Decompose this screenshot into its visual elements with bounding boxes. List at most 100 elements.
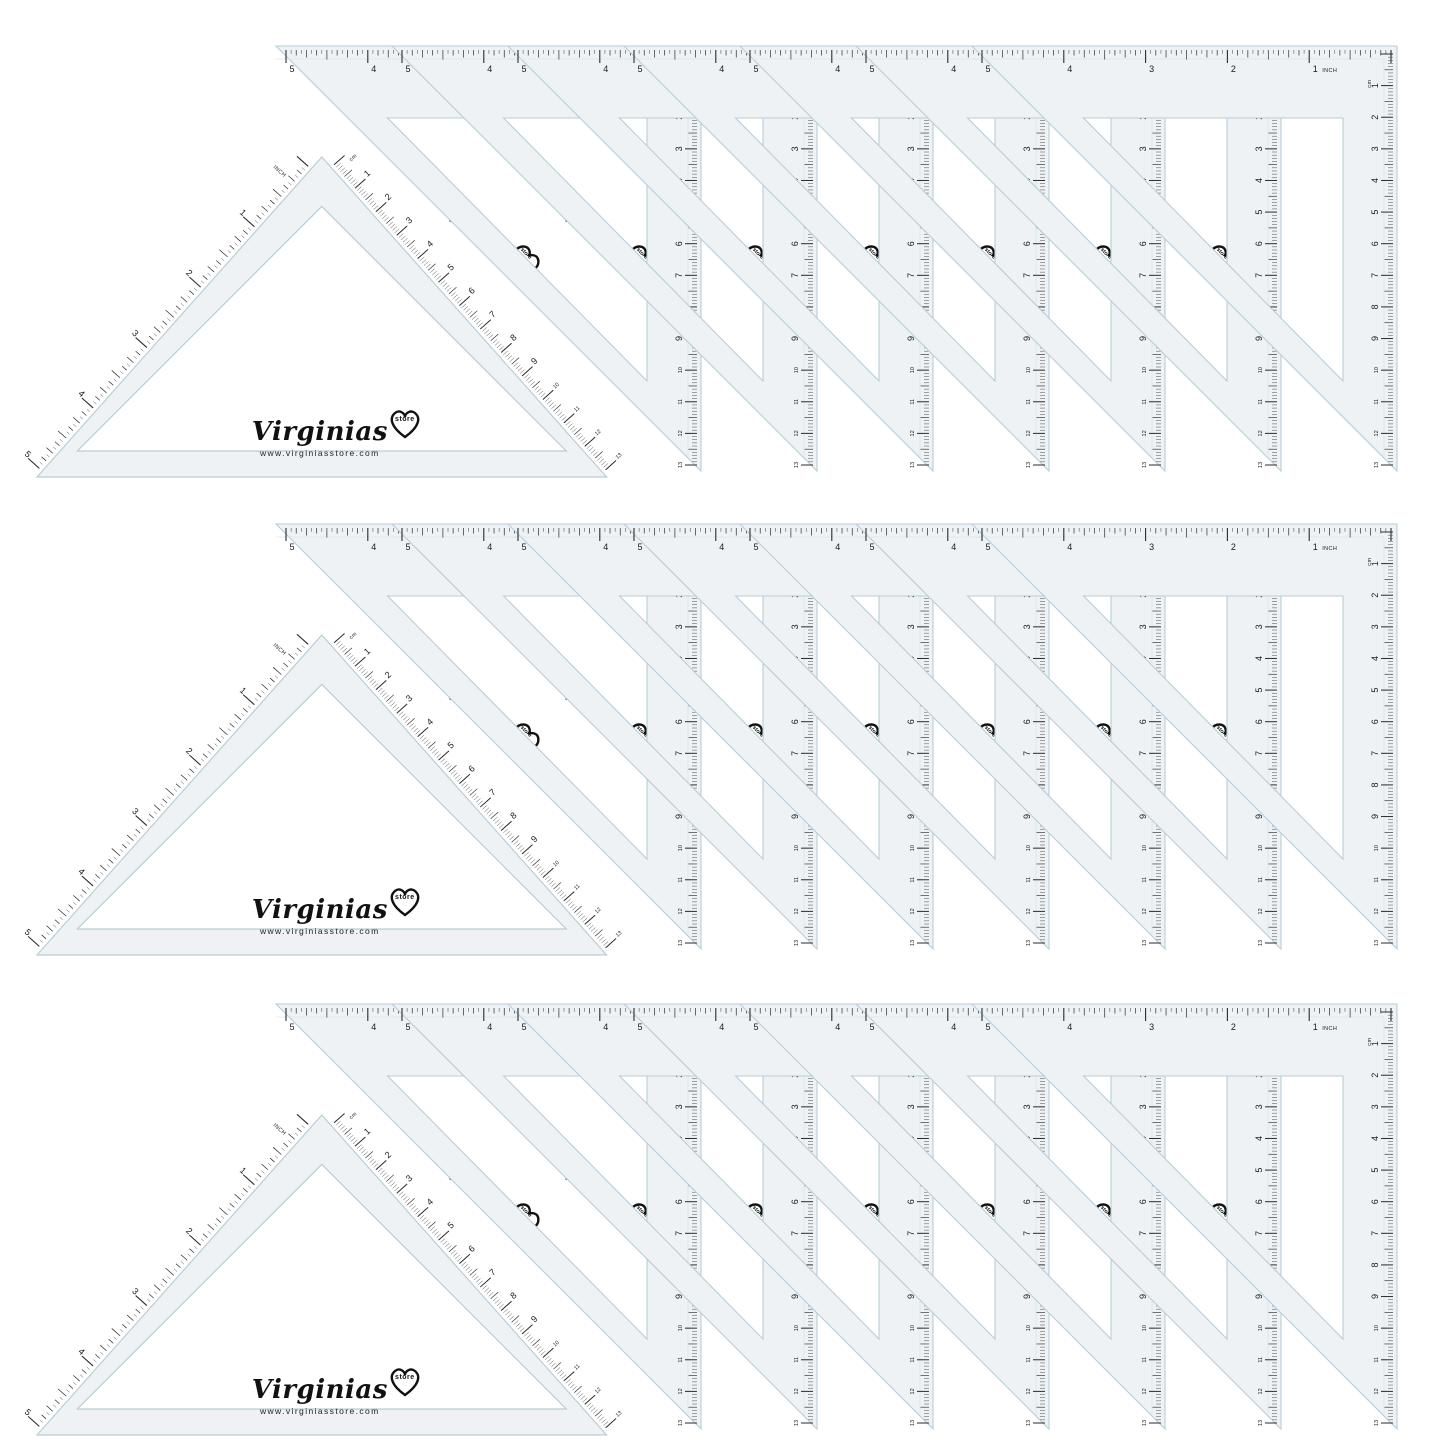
svg-text:11: 11 bbox=[910, 1357, 916, 1363]
svg-text:7: 7 bbox=[1022, 1231, 1032, 1236]
svg-text:4: 4 bbox=[487, 1022, 492, 1032]
svg-text:4: 4 bbox=[487, 542, 492, 552]
svg-text:4: 4 bbox=[951, 542, 956, 552]
svg-text:4: 4 bbox=[1254, 656, 1264, 661]
svg-text:6: 6 bbox=[1254, 719, 1264, 724]
svg-text:cm: cm bbox=[1367, 80, 1373, 88]
svg-text:5: 5 bbox=[638, 64, 643, 74]
svg-text:12: 12 bbox=[594, 429, 603, 438]
svg-text:11: 11 bbox=[678, 877, 684, 883]
svg-text:7: 7 bbox=[674, 1231, 684, 1236]
svg-text:3: 3 bbox=[130, 328, 140, 339]
svg-text:13: 13 bbox=[1026, 940, 1032, 946]
svg-text:9: 9 bbox=[1370, 336, 1380, 341]
svg-text:3: 3 bbox=[1022, 1104, 1032, 1109]
svg-text:5: 5 bbox=[406, 542, 411, 552]
svg-text:10: 10 bbox=[910, 845, 916, 851]
triangle-row-2: 5412345678910111213cmVirginiasstorewww.v… bbox=[0, 478, 1445, 956]
svg-text:6: 6 bbox=[906, 719, 916, 724]
svg-text:8: 8 bbox=[508, 332, 518, 343]
svg-text:10: 10 bbox=[1374, 845, 1380, 851]
svg-text:9: 9 bbox=[529, 356, 539, 367]
svg-text:9: 9 bbox=[790, 1294, 800, 1299]
set-square-triangle[interactable]: 5412345678910111213cm bbox=[274, 523, 702, 951]
svg-text:9: 9 bbox=[1254, 336, 1264, 341]
svg-text:2: 2 bbox=[1231, 64, 1236, 74]
svg-text:3: 3 bbox=[1370, 624, 1380, 629]
svg-text:11: 11 bbox=[1374, 877, 1380, 883]
svg-text:4: 4 bbox=[487, 64, 492, 74]
svg-text:4: 4 bbox=[603, 542, 608, 552]
svg-text:6: 6 bbox=[906, 1199, 916, 1204]
svg-text:13: 13 bbox=[1374, 940, 1380, 946]
svg-text:11: 11 bbox=[1374, 399, 1380, 405]
svg-text:7: 7 bbox=[1138, 273, 1148, 278]
svg-text:9: 9 bbox=[1138, 336, 1148, 341]
svg-text:4: 4 bbox=[371, 64, 376, 74]
svg-text:12: 12 bbox=[1142, 908, 1148, 914]
svg-text:12: 12 bbox=[678, 908, 684, 914]
svg-text:7: 7 bbox=[1022, 751, 1032, 756]
svg-text:6: 6 bbox=[790, 719, 800, 724]
svg-text:2: 2 bbox=[1370, 115, 1380, 120]
svg-text:4: 4 bbox=[1370, 178, 1380, 183]
svg-text:5: 5 bbox=[406, 64, 411, 74]
svg-text:9: 9 bbox=[674, 814, 684, 819]
svg-text:4: 4 bbox=[425, 238, 435, 249]
svg-text:13: 13 bbox=[1026, 462, 1032, 468]
svg-text:cm: cm bbox=[348, 631, 358, 641]
svg-text:6: 6 bbox=[466, 763, 476, 774]
svg-text:12: 12 bbox=[1374, 908, 1380, 914]
svg-text:12: 12 bbox=[594, 907, 603, 916]
svg-text:13: 13 bbox=[678, 462, 684, 468]
svg-text:3: 3 bbox=[906, 146, 916, 151]
svg-text:10: 10 bbox=[910, 367, 916, 373]
svg-text:3: 3 bbox=[130, 806, 140, 817]
svg-text:11: 11 bbox=[1026, 1357, 1032, 1363]
svg-text:11: 11 bbox=[1142, 877, 1148, 883]
svg-text:6: 6 bbox=[1022, 1199, 1032, 1204]
svg-text:3: 3 bbox=[906, 624, 916, 629]
svg-text:1: 1 bbox=[1313, 542, 1318, 552]
svg-text:7: 7 bbox=[790, 1231, 800, 1236]
svg-text:5: 5 bbox=[522, 1022, 527, 1032]
svg-text:3: 3 bbox=[790, 624, 800, 629]
svg-text:7: 7 bbox=[1370, 273, 1380, 278]
svg-text:5: 5 bbox=[638, 542, 643, 552]
svg-text:5: 5 bbox=[1254, 210, 1264, 215]
svg-text:9: 9 bbox=[1022, 336, 1032, 341]
svg-text:3: 3 bbox=[1022, 624, 1032, 629]
svg-text:3: 3 bbox=[674, 1104, 684, 1109]
svg-text:9: 9 bbox=[1370, 814, 1380, 819]
svg-text:5: 5 bbox=[754, 542, 759, 552]
svg-text:1: 1 bbox=[238, 207, 248, 218]
svg-text:9: 9 bbox=[1022, 1294, 1032, 1299]
svg-text:INCH: INCH bbox=[272, 164, 287, 178]
svg-text:2: 2 bbox=[184, 268, 194, 279]
svg-text:13: 13 bbox=[794, 940, 800, 946]
svg-text:4: 4 bbox=[835, 542, 840, 552]
svg-text:4: 4 bbox=[371, 542, 376, 552]
svg-text:13: 13 bbox=[794, 462, 800, 468]
svg-text:6: 6 bbox=[1022, 719, 1032, 724]
svg-text:12: 12 bbox=[910, 1388, 916, 1394]
svg-text:5: 5 bbox=[870, 64, 875, 74]
svg-text:13: 13 bbox=[910, 462, 916, 468]
svg-text:5: 5 bbox=[446, 740, 456, 751]
svg-text:10: 10 bbox=[910, 1325, 916, 1331]
svg-text:5: 5 bbox=[754, 1022, 759, 1032]
svg-text:6: 6 bbox=[1254, 241, 1264, 246]
svg-text:5: 5 bbox=[290, 542, 295, 552]
svg-text:13: 13 bbox=[678, 1420, 684, 1426]
svg-text:4: 4 bbox=[1254, 178, 1264, 183]
svg-text:12: 12 bbox=[794, 430, 800, 436]
svg-text:6: 6 bbox=[906, 241, 916, 246]
svg-text:2: 2 bbox=[1231, 542, 1236, 552]
svg-text:4: 4 bbox=[719, 64, 724, 74]
